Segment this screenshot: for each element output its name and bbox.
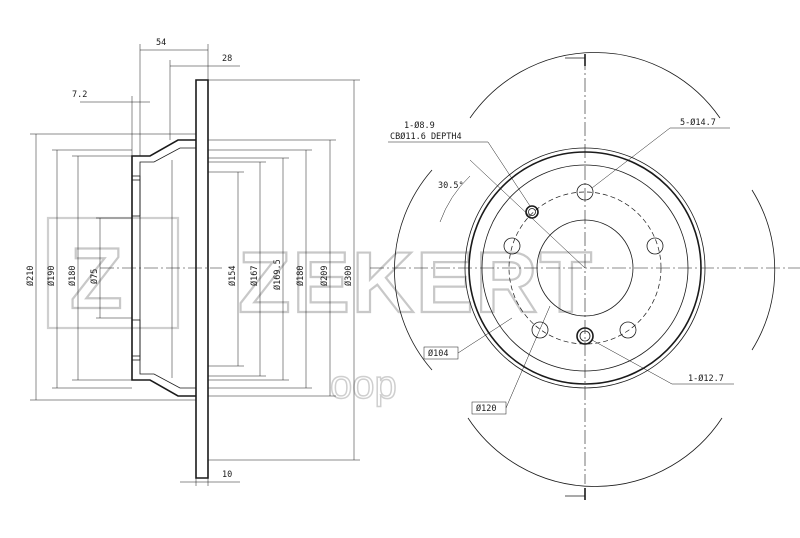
dim-54: 54 xyxy=(156,38,166,48)
bolt-hole-5 xyxy=(503,237,521,255)
hat-outer xyxy=(131,139,196,397)
hat-inner xyxy=(139,147,196,389)
bolt-holes xyxy=(503,183,664,345)
callout-bolts: 5-Ø14.7 xyxy=(680,117,716,128)
dim-d210: Ø210 xyxy=(25,266,36,286)
dim-d75: Ø75 xyxy=(89,269,100,284)
bolt-hole-section-top xyxy=(131,175,141,217)
callout-hole-large: 1-Ø12.7 xyxy=(688,373,724,384)
disc-flange xyxy=(195,79,209,479)
callouts: 1-Ø8.9 CBØ11.6 DEPTH4 5-Ø14.7 Ø104 Ø120 … xyxy=(388,117,734,415)
callout-counterbore: CBØ11.6 DEPTH4 xyxy=(390,131,462,142)
watermark-trailing: oop xyxy=(330,363,397,407)
dim-7-2: 7.2 xyxy=(72,90,87,100)
dim-d169-5: Ø169.5 xyxy=(272,259,283,290)
outer-arc-right xyxy=(751,189,776,351)
bolt-hole-2 xyxy=(646,237,664,255)
side-view: Ø210 Ø190 Ø180 Ø75 Ø154 Ø167 Ø169.5 Ø180… xyxy=(25,38,360,486)
angle-label: 30.5° xyxy=(438,181,464,191)
front-view: 30.5° 1-Ø8.9 CBØ11.6 DEPTH4 5-Ø14.7 Ø104… xyxy=(370,52,800,500)
outer-arc-top xyxy=(469,52,721,119)
diameter-labels: Ø210 Ø190 Ø180 Ø75 Ø154 Ø167 Ø169.5 Ø180… xyxy=(25,259,354,290)
locator-hole-large xyxy=(576,327,594,345)
watermark: Z ZEKERT oop xyxy=(46,216,594,408)
dim-d190: Ø190 xyxy=(46,266,57,286)
dim-28: 28 xyxy=(222,54,232,64)
dim-d209: Ø209 xyxy=(319,266,330,286)
dim-10: 10 xyxy=(222,470,232,480)
outer-arc-left xyxy=(394,169,433,371)
callout-pcd: Ø104 xyxy=(428,348,448,359)
bolt-hole-3 xyxy=(619,321,637,339)
diameter-extension-lines xyxy=(30,79,360,461)
dim-d180: Ø180 xyxy=(295,266,306,286)
outer-arc-bottom xyxy=(467,417,723,487)
bolt-hole-1 xyxy=(576,183,594,201)
dim-d154: Ø154 xyxy=(227,266,238,286)
dim-d300: Ø300 xyxy=(343,266,354,286)
watermark-brand: ZEKERT xyxy=(238,235,594,331)
bolt-hole-section-bottom xyxy=(131,319,141,361)
angle-leg xyxy=(469,159,586,269)
angle-arc xyxy=(439,175,471,223)
dim-d180-inner: Ø180 xyxy=(67,266,78,286)
bottom-dimension: 10 xyxy=(180,470,240,486)
dim-d167: Ø167 xyxy=(249,266,260,286)
top-dimensions: 54 28 7.2 xyxy=(72,38,240,176)
locator-hole-small xyxy=(525,205,539,219)
bolt-hole-4 xyxy=(531,321,549,339)
callout-hub: Ø120 xyxy=(476,403,496,414)
callout-hole-small: 1-Ø8.9 xyxy=(404,120,435,131)
